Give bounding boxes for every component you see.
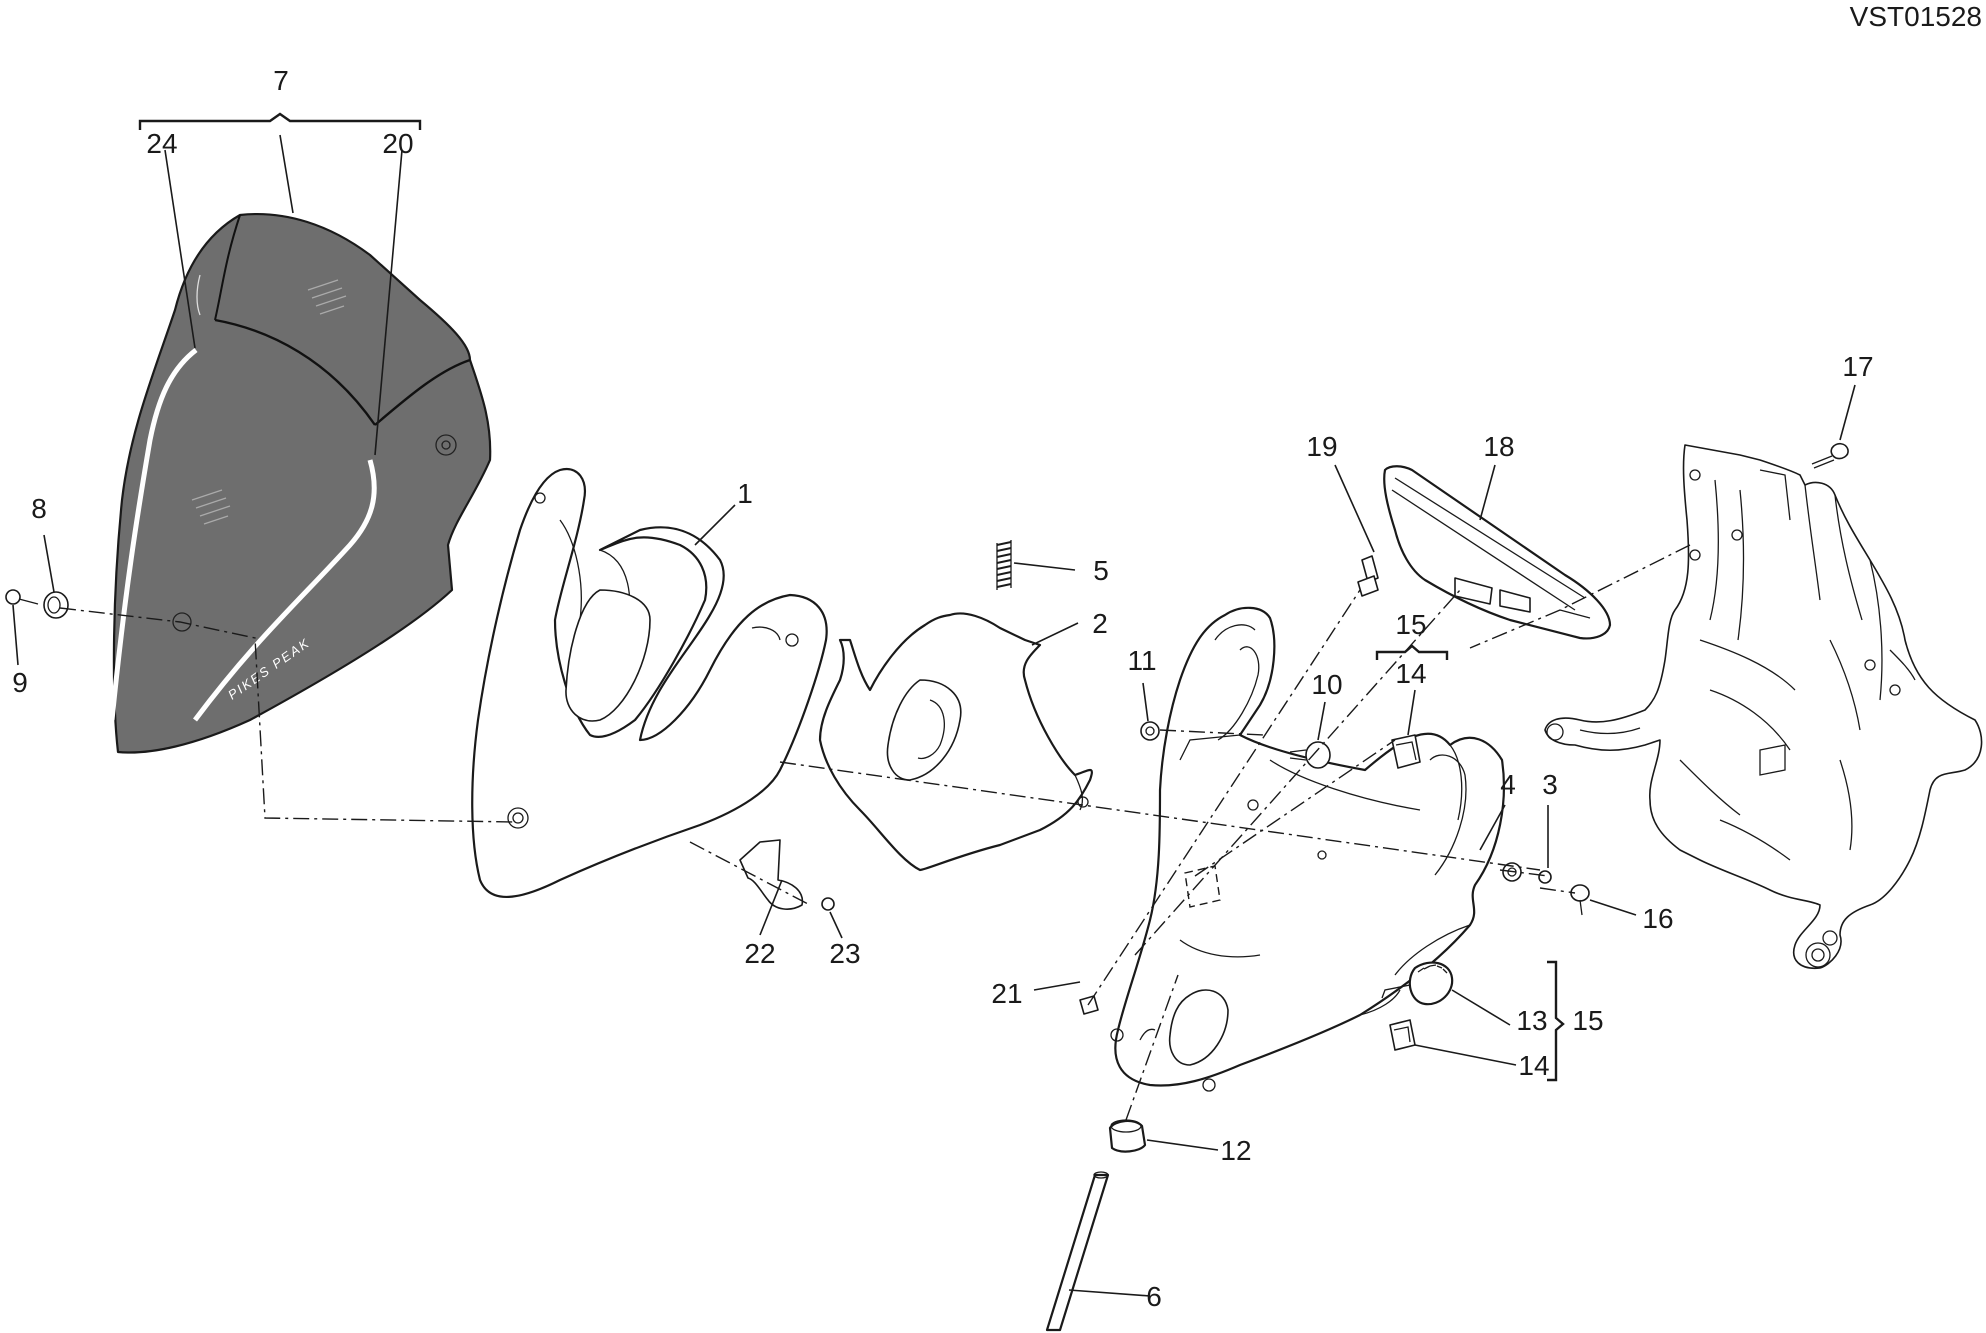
callout-15-right: 15 [1572, 1005, 1603, 1036]
spring-part-5 [996, 540, 1012, 590]
brace-15-upper [1375, 644, 1449, 660]
screw-part-9 [5, 589, 39, 605]
callout-23: 23 [829, 938, 860, 969]
callout-22: 22 [744, 938, 775, 969]
callout-17: 17 [1842, 351, 1873, 382]
screen-stripe-left [109, 348, 198, 721]
callout-6: 6 [1146, 1281, 1162, 1312]
fairing-hole-lower [507, 807, 529, 829]
callout-12: 12 [1220, 1135, 1251, 1166]
fairing-part-1 [471, 467, 828, 899]
callout-14-upper: 14 [1395, 658, 1426, 689]
screw-part-3 [1538, 870, 1552, 884]
grommet-part-10 [1289, 741, 1331, 769]
screw-part-17 [1811, 442, 1849, 469]
callout-9: 9 [12, 667, 28, 698]
callout-10: 10 [1311, 669, 1342, 700]
housing-lug-hole-2 [1202, 1078, 1216, 1092]
housing-small-hole [1247, 799, 1259, 811]
screen-logo-mark-top [307, 279, 347, 315]
callout-14-lower: 14 [1518, 1050, 1549, 1081]
clip-part-14-upper [1391, 734, 1421, 769]
assembly-lines [59, 544, 1691, 1121]
frame-lower-bushing [1805, 942, 1831, 968]
screen-mount-hole-left [172, 612, 192, 632]
clip-part-14-lower [1389, 1019, 1416, 1051]
stud-part-19 [1357, 555, 1379, 597]
inner-bracket-part-2 [818, 612, 1093, 872]
bushing-part-12 [1108, 1119, 1147, 1153]
screen-logo-mark-lower [191, 489, 231, 525]
bracket-part-22 [739, 839, 804, 910]
fairing-hole-top [534, 492, 546, 504]
callout-15-upper: 15 [1395, 609, 1426, 640]
callout-20: 20 [382, 128, 413, 159]
callout-3: 3 [1542, 769, 1558, 800]
leader-lines [12, 134, 1856, 1297]
callout-13: 13 [1516, 1005, 1547, 1036]
instrument-cluster-part-18 [1383, 465, 1612, 640]
screen-mount-hole-right [435, 434, 457, 456]
callout-19: 19 [1306, 431, 1337, 462]
clip-part-21 [1079, 995, 1099, 1015]
callout-1: 1 [737, 478, 753, 509]
bracket-15-right [1547, 960, 1565, 1082]
callout-2: 2 [1092, 608, 1108, 639]
callout-16: 16 [1642, 903, 1673, 934]
washer-part-11 [1140, 721, 1160, 741]
callout-4: 4 [1500, 769, 1516, 800]
drawing-code: VST01528 [1850, 1, 1982, 32]
callout-21: 21 [991, 978, 1022, 1009]
adjuster-knob-part-13 [1381, 961, 1454, 1006]
grommet-part-8 [43, 591, 69, 619]
screen-stripe-right [193, 459, 377, 722]
bracket-hole [1077, 796, 1089, 808]
callout-24: 24 [146, 128, 177, 159]
callout-7: 7 [273, 65, 289, 96]
frame-structure [1544, 444, 1983, 970]
callout-8: 8 [31, 493, 47, 524]
windscreen-part-7: PIKES PEAK [109, 213, 492, 754]
rod-part-6 [1045, 1171, 1110, 1332]
fairing-hole-right [785, 633, 799, 647]
housing-lug-hole-1 [1110, 1028, 1124, 1042]
callout-5: 5 [1093, 555, 1109, 586]
screw-part-16 [1570, 884, 1590, 916]
callout-11: 11 [1127, 645, 1156, 676]
brace-7 [138, 112, 422, 130]
screw-part-23 [821, 897, 835, 911]
callout-18: 18 [1483, 431, 1514, 462]
headlight-housing-part-15 [1110, 606, 1505, 1092]
